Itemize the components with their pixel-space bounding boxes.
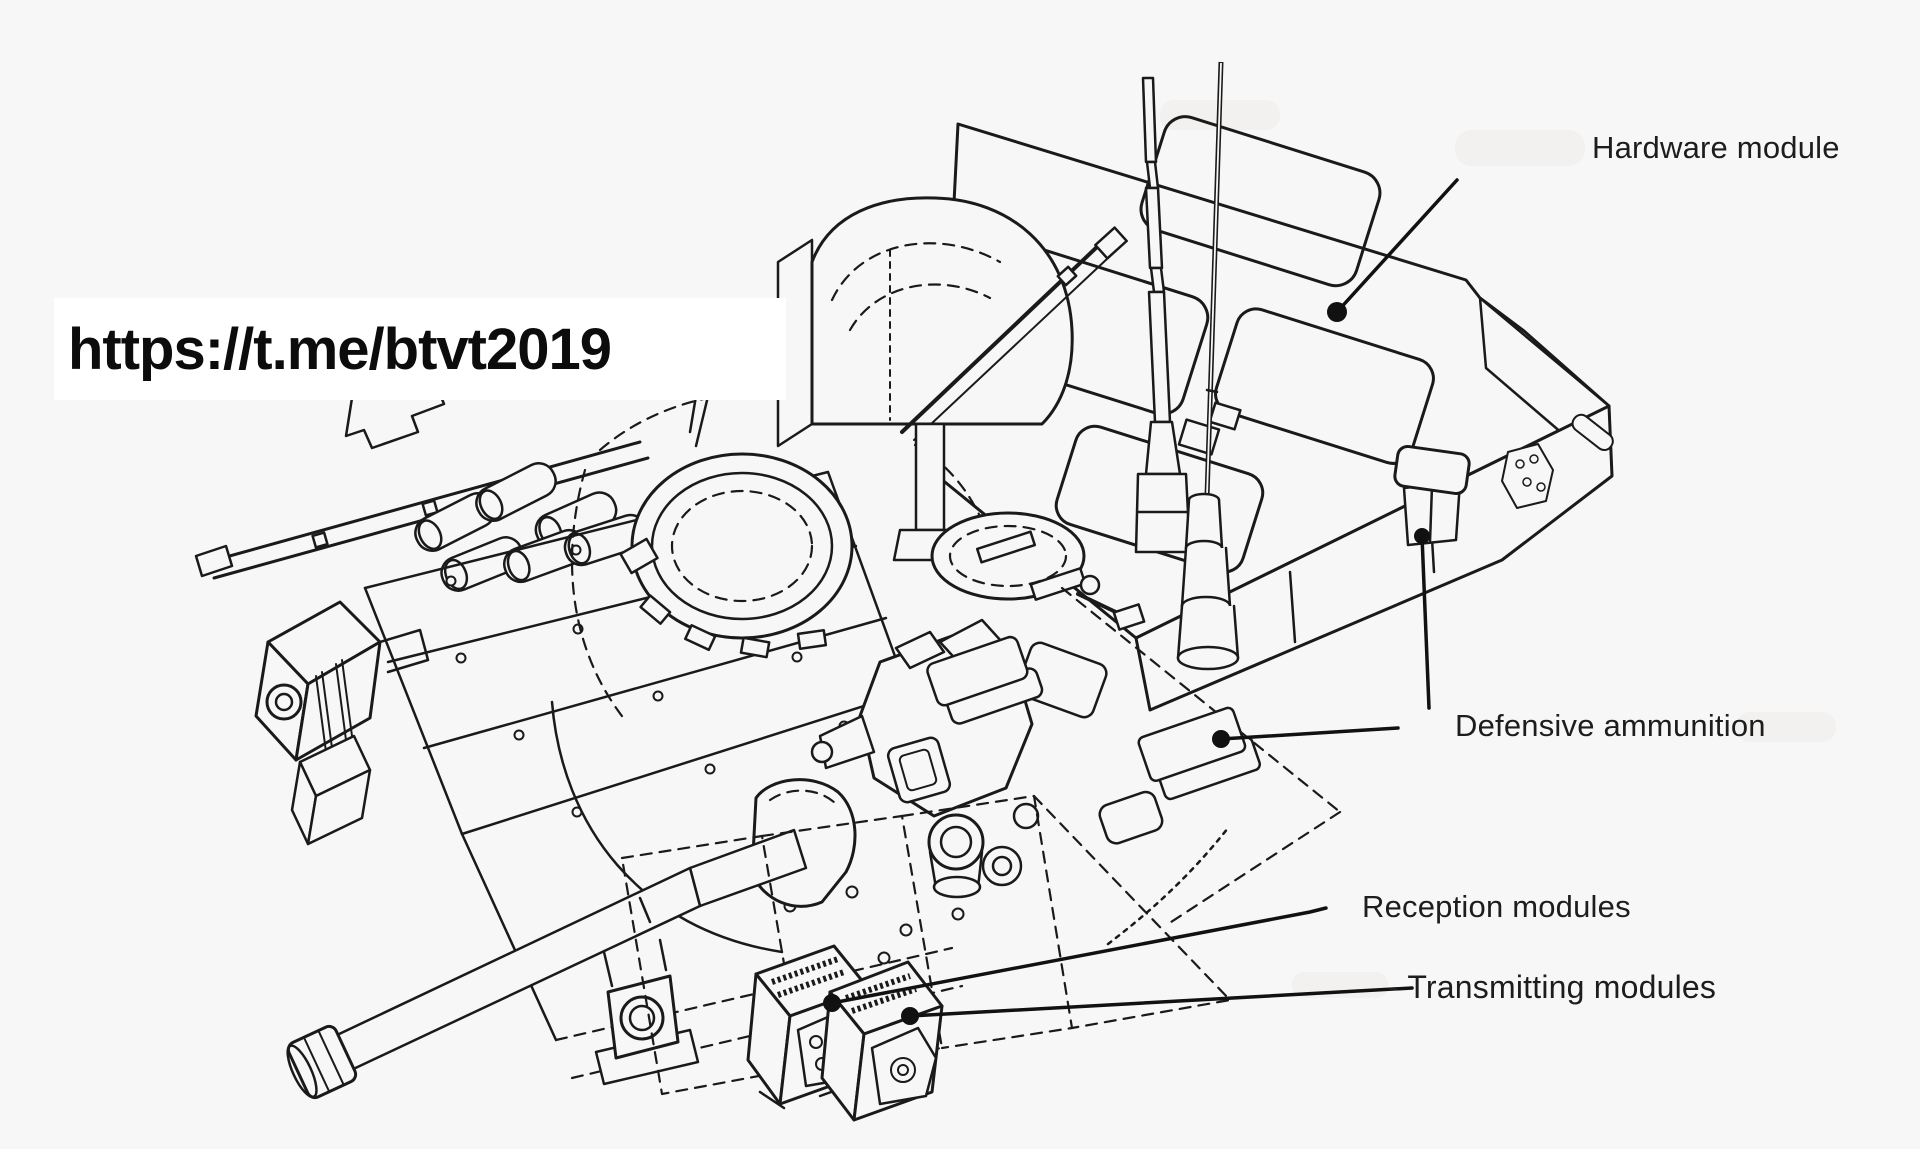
hardware-module-leader-line (1327, 178, 1459, 322)
erased-watermark-smudges (1160, 100, 1836, 998)
label-defensive-ammunition: Defensive ammunition (1455, 708, 1766, 743)
watermark-banner: https://t.me/btvt2019 (54, 298, 786, 400)
label-reception-modules: Reception modules (1362, 889, 1631, 924)
defensive-ammunition-leader-line (1212, 528, 1431, 748)
smoke-grenade-launchers (414, 462, 649, 592)
commander-hatch-drawing (619, 452, 854, 659)
main-gun-drawing (286, 700, 857, 1100)
gunner-hatch-drawing (930, 511, 1146, 631)
label-hardware-module: Hardware module (1592, 130, 1840, 165)
rear-deck-edges (1016, 586, 1342, 946)
label-transmitting-modules: - Transmitting modules (1388, 969, 1717, 1005)
whip-antenna (1134, 76, 1192, 554)
reception-modules-leader-line (823, 906, 1328, 1012)
defensive-ammunition-boxes-drawing (926, 635, 1262, 845)
sensor-pod-drawing (254, 600, 430, 846)
watermark-url-text: https://t.me/btvt2019 (68, 316, 612, 382)
rod-antenna (1176, 61, 1240, 671)
headlight-drawing (594, 938, 700, 1086)
transmitting-module-drawing (820, 960, 944, 1122)
transmitting-modules-leader-line (901, 986, 1414, 1025)
